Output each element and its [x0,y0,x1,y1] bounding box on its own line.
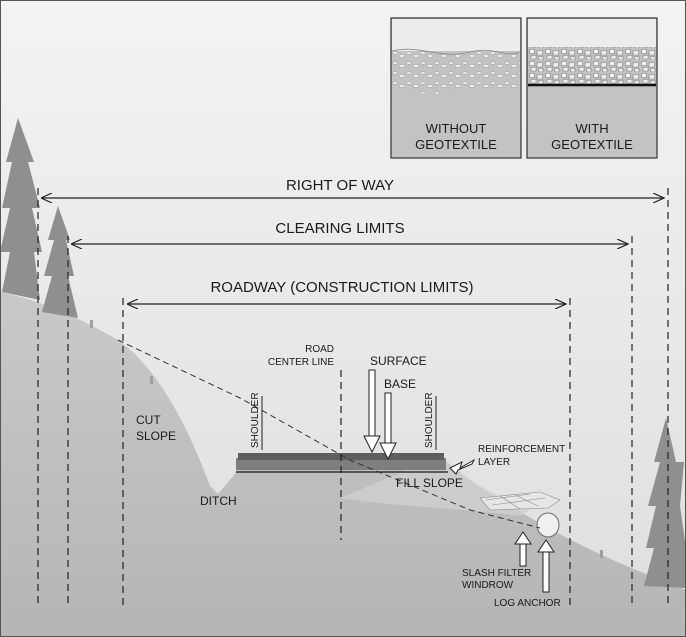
cut-slope-label-line1: CUT [136,413,161,427]
trees-left [0,118,78,318]
fill-slope-label: FILL SLOPE [396,476,463,490]
original-ground-dashed-line [117,339,541,529]
ditch-label: DITCH [200,494,237,508]
roadway-label: ROADWAY (CONSTRUCTION LIMITS) [210,279,473,296]
tree-icon [42,206,78,318]
stumps [90,320,603,558]
trees-right [644,418,686,588]
inset-without-label-line1: WITHOUT [426,121,487,136]
log-anchor-label: LOG ANCHOR [494,598,561,609]
inset-without-label-line2: GEOTEXTILE [415,137,497,152]
right-of-way-label: RIGHT OF WAY [286,177,394,194]
slash-filter-label-line2: WINDROW [462,580,514,591]
road-base-layer [236,458,446,470]
inset-without-geotextile: WITHOUT GEOTEXTILE [390,17,522,159]
inset-with-label-line1: WITH [575,121,608,136]
reinforcement-label-line2: LAYER [478,457,510,468]
limit-lines [37,188,669,606]
road-center-label-line1: ROAD [305,344,334,355]
log-anchor-arrow [537,539,555,593]
reinforcement-arrow [449,458,476,475]
reinforcement-label-line1: REINFORCEMENT [478,444,565,455]
inset-with-geotextile: WITH GEOTEXTILE [526,17,658,159]
tree-icon [0,118,42,300]
clearing-limits-label: CLEARING LIMITS [275,220,404,237]
slash-filter-label-line1: SLASH FILTER [462,568,531,579]
shoulder-right-label: SHOULDER [424,392,435,448]
surface-label: SURFACE [370,354,427,368]
inset-with-label-line2: GEOTEXTILE [551,137,633,152]
surface-arrow [363,369,381,454]
road-center-label-line2: CENTER LINE [268,357,334,368]
tree-icon [644,418,686,588]
slash-filter-arrow [514,531,532,567]
slash-filter-windrow [479,491,561,511]
base-arrow [379,392,397,461]
base-label: BASE [384,377,416,391]
shoulder-left-label: SHOULDER [250,392,261,448]
cut-slope-label-line2: SLOPE [136,429,176,443]
log-anchor [536,512,560,538]
